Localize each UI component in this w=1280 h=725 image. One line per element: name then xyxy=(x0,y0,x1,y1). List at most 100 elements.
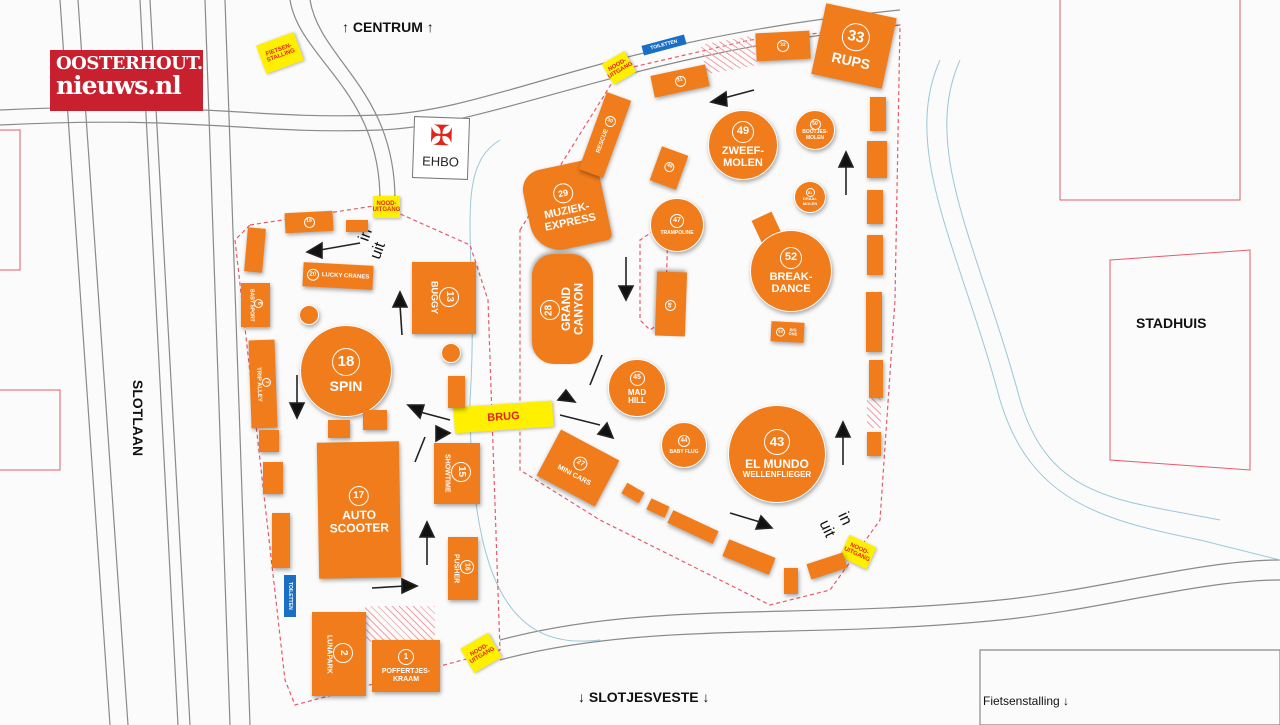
arrow-5 xyxy=(414,424,452,463)
arrow-8 xyxy=(617,257,635,302)
attraction-number: 7 xyxy=(261,377,271,388)
toiletten-2: TOILETTEN xyxy=(284,575,296,617)
attraction-name: LUNAPARK xyxy=(325,634,333,674)
label-slotjesveste: ↓ SLOTJESVESTE ↓ xyxy=(578,689,710,705)
arrow-7 xyxy=(371,577,419,595)
attraction-number: 18 xyxy=(332,348,360,377)
arrow-1 xyxy=(305,241,361,260)
stand-small[interactable] xyxy=(346,220,368,232)
arrow-13 xyxy=(834,420,852,465)
attraction-number: 43 xyxy=(764,429,790,455)
stand-small[interactable] xyxy=(272,513,290,568)
arrow-6 xyxy=(418,520,436,565)
attraction-number: 53 xyxy=(775,326,786,337)
attraction-name: MAD HILL xyxy=(627,387,647,405)
arrow-9 xyxy=(556,354,603,404)
attraction-name: EL MUNDO xyxy=(745,457,809,471)
attraction-name: POFFERTJES-KRAAM xyxy=(381,668,431,683)
attraction-name: TRIP ALLEY xyxy=(255,366,263,402)
attraction-number: 45 xyxy=(629,370,645,386)
label-fietsenstalling: Fietsenstalling ↓ xyxy=(983,694,1070,708)
attraction-name: LUCKY CRANES xyxy=(321,271,370,281)
attraction-name: AUTO SCOOTER xyxy=(329,507,390,536)
stand-small[interactable] xyxy=(363,410,387,430)
stand-small[interactable] xyxy=(263,462,283,494)
attraction-number: 32 xyxy=(776,39,790,53)
attraction-number: 19 xyxy=(303,216,315,228)
water-right-2 xyxy=(946,59,1221,521)
road-south xyxy=(499,559,1280,661)
attraction-name: DRAAI-MOLEN xyxy=(802,196,818,206)
stand-small[interactable] xyxy=(867,141,887,178)
stand-small[interactable] xyxy=(867,235,883,275)
hatched-area-1 xyxy=(365,606,435,642)
attraction-name: RUPS xyxy=(830,48,872,73)
attraction-name: BOOTJES-MOLEN xyxy=(802,129,828,141)
attraction-name: TRAMPOLINE xyxy=(660,229,694,236)
attraction-19[interactable]: 19 xyxy=(284,210,334,234)
attraction-number: 44 xyxy=(678,434,690,447)
attraction-number: 47 xyxy=(670,213,684,228)
attraction-name: RESCUE xyxy=(595,128,610,155)
road-north-2 xyxy=(0,24,901,132)
stand-small[interactable] xyxy=(784,568,798,594)
route-right xyxy=(519,24,901,606)
stand-small[interactable] xyxy=(870,97,886,131)
attraction-name: MUZIEK-EXPRESS xyxy=(543,200,598,234)
label-slotlaan: SLOTLAAN xyxy=(130,379,147,457)
sign-nooduitgang-1: NOOD-UITGANG xyxy=(373,196,400,218)
arrow-2 xyxy=(391,290,409,336)
attraction-number: 30 xyxy=(602,114,617,129)
attraction-name: BABY FLUG xyxy=(669,448,699,455)
stand-small[interactable] xyxy=(259,430,279,452)
stand-small[interactable] xyxy=(448,376,465,408)
attraction-number: 13 xyxy=(438,286,459,307)
stand-small[interactable] xyxy=(299,305,319,325)
attraction-48[interactable]: 48 xyxy=(654,271,688,337)
stand-small[interactable] xyxy=(869,360,883,398)
attraction-number: 28 xyxy=(539,300,560,321)
stand-small[interactable] xyxy=(867,432,881,456)
attraction-number: 6 xyxy=(253,299,263,308)
attraction-name: SPIN xyxy=(329,378,363,395)
label-stadhuis: STADHUIS xyxy=(1136,315,1207,331)
attraction-subname: WELLENFLIEGER xyxy=(742,469,812,479)
attraction-number: 20 xyxy=(306,268,320,281)
attraction-number: 51 xyxy=(805,188,815,198)
attraction-number: 17 xyxy=(348,485,369,507)
attraction-name: PUSHER xyxy=(452,553,460,584)
stand-small[interactable] xyxy=(328,420,350,438)
stand-small[interactable] xyxy=(244,227,266,273)
ehbo-post: ✠ EHBO xyxy=(411,116,471,180)
attraction-32[interactable]: 32 xyxy=(755,30,811,62)
arrow-10 xyxy=(559,414,615,440)
stand-small[interactable] xyxy=(866,292,882,352)
attraction-name: BREAK-DANCE xyxy=(769,270,813,295)
stand-small[interactable] xyxy=(441,343,461,363)
attraction-number: 29 xyxy=(551,181,576,206)
arrow-11 xyxy=(709,89,755,108)
logo-line2: nieuws.nl xyxy=(56,71,182,100)
stand-small[interactable] xyxy=(867,190,883,224)
